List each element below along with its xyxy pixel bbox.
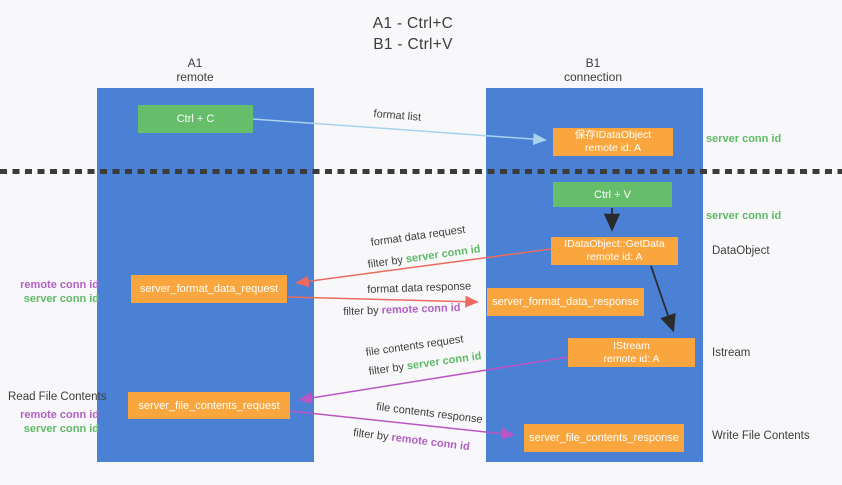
dashed-divider-line: [0, 169, 842, 174]
file-contents-response-arrow: [289, 410, 515, 440]
remote-conn-id-label: remote conn id: [20, 279, 99, 291]
server-format-data-response-box: server_format_data_response: [487, 288, 644, 316]
server-file-contents-request-box: server_file_contents_request: [128, 392, 290, 419]
filter-by-text: filter by: [343, 304, 379, 318]
getdata-line2: remote id: A: [586, 251, 643, 263]
server-conn-id-label: server conn id: [23, 422, 99, 435]
left-conn-id-pair-top: remote conn id server conn id: [14, 279, 99, 306]
file-contents-request-arrow: [298, 356, 569, 404]
save-idataobject-box: 保存IDataObject remote id: A: [553, 128, 673, 156]
read-file-contents-label: Read File Contents: [8, 391, 107, 403]
left-column-header: A1 remote: [135, 56, 255, 84]
title-line-1: A1 - Ctrl+C: [372, 15, 454, 32]
getdata-line1: IDataObject::GetData: [564, 238, 665, 250]
server-conn-id-label: server conn id: [23, 292, 99, 305]
dataobject-label: DataObject: [712, 245, 770, 257]
istream-line1: IStream: [613, 339, 650, 352]
server-format-data-request-box: server_format_data_request: [131, 275, 287, 303]
left-column-name: A1: [187, 56, 203, 70]
left-column-role: remote: [176, 69, 214, 84]
ctrl-c-box: Ctrl + C: [138, 105, 253, 133]
left-conn-id-pair-bottom: remote conn id server conn id: [16, 409, 99, 436]
right-column-role: connection: [563, 69, 623, 84]
format-data-request-arrow: [295, 248, 552, 288]
write-file-contents-label: Write File Contents: [712, 430, 810, 442]
ctrl-v-box: Ctrl + V: [553, 182, 672, 207]
format-data-response-arrow: [287, 295, 479, 308]
format-list-arrow: [252, 118, 547, 146]
idataobject-getdata-box: IDataObject::GetData remote id: A: [551, 237, 678, 265]
server-conn-id-label-mid: server conn id: [706, 210, 782, 222]
title-line-2: B1 - Ctrl+V: [373, 36, 453, 53]
server-conn-id-label-top: server conn id: [706, 133, 782, 145]
right-column-name: B1: [585, 56, 601, 70]
remote-conn-id-label: remote conn id: [20, 409, 99, 421]
diagram-title: A1 - Ctrl+C B1 - Ctrl+V: [0, 13, 826, 55]
server-file-contents-response-box: server_file_contents_response: [524, 424, 684, 452]
getdata-to-istream-arrow: [650, 265, 676, 333]
istream-box: IStream remote id: A: [568, 338, 695, 367]
istream-side-label: Istream: [712, 347, 751, 359]
save-idataobject-line1: 保存IDataObject: [574, 129, 652, 141]
save-idataobject-line2: remote id: A: [584, 142, 642, 154]
right-column-header: B1 connection: [533, 56, 653, 84]
istream-line2: remote id: A: [603, 352, 660, 365]
